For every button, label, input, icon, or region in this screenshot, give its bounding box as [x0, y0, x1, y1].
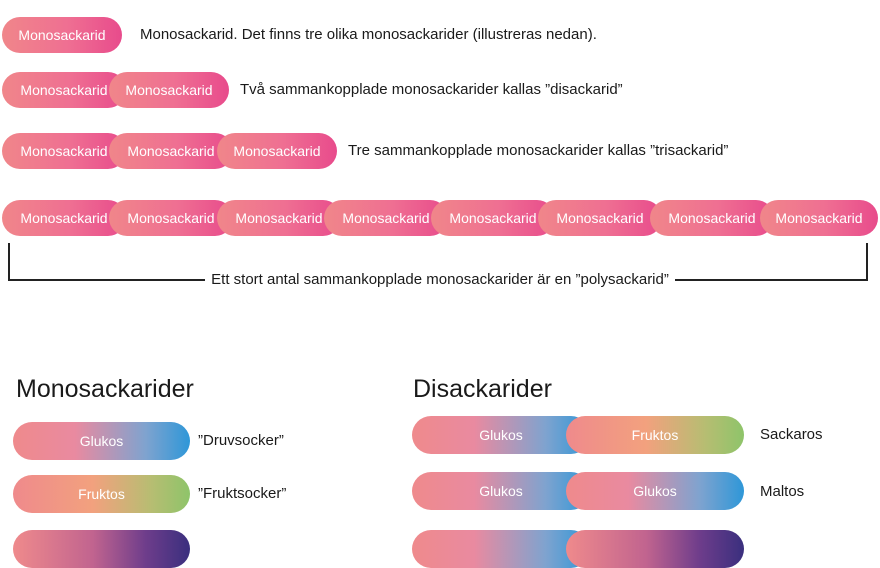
monosackarid-pill: Monosackarid: [538, 200, 662, 236]
maltos-glukos-pill-1: Glukos: [412, 472, 590, 510]
laktos-right-pill: [566, 530, 744, 568]
monosackarid-pill: Monosackarid: [2, 200, 126, 236]
maltos-label: Maltos: [760, 483, 805, 500]
monosackarider-heading: Monosackarider: [16, 375, 194, 403]
sackaros-fruktos-pill: Fruktos: [566, 416, 744, 454]
monosackarid-pill: Monosackarid: [109, 133, 233, 169]
monosackarid-pill: Monosackarid: [2, 72, 126, 108]
monosackarid-pill: Monosackarid: [431, 200, 555, 236]
glukos-pill: Glukos: [13, 422, 190, 460]
polysackarid-label: Ett stort antal sammankopplade monosacka…: [205, 271, 675, 288]
monosackarid-pill: Monosackarid: [109, 72, 229, 108]
glukos-description: ”Druvsocker”: [198, 432, 284, 449]
monosackarid-pill: Monosackarid: [109, 200, 233, 236]
row1-description: Monosackarid. Det finns tre olika monosa…: [140, 26, 597, 43]
monosackarid-pill: Monosackarid: [217, 200, 341, 236]
laktos-left-pill: [412, 530, 590, 568]
sackaros-label: Sackaros: [760, 426, 823, 443]
bracket-left: [8, 243, 10, 281]
polysackarid-label-wrap: Ett stort antal sammankopplade monosacka…: [0, 270, 880, 290]
fruktos-pill: Fruktos: [13, 475, 190, 513]
bracket-right: [866, 243, 868, 281]
fruktos-description: ”Fruktsocker”: [198, 485, 287, 502]
sackaros-glukos-pill: Glukos: [412, 416, 590, 454]
row2-description: Två sammankopplade monosackarider kallas…: [240, 81, 623, 98]
monosackarid-pill: Monosackarid: [324, 200, 448, 236]
monosackarid-pill: Monosackarid: [2, 133, 126, 169]
galaktos-pill: [13, 530, 190, 568]
monosackarid-pill: Monosackarid: [2, 17, 122, 53]
maltos-glukos-pill-2: Glukos: [566, 472, 744, 510]
monosackarid-pill: Monosackarid: [650, 200, 774, 236]
disackarider-heading: Disackarider: [413, 375, 552, 403]
monosackarid-pill: Monosackarid: [760, 200, 878, 236]
row3-description: Tre sammankopplade monosackarider kallas…: [348, 142, 729, 159]
monosackarid-pill: Monosackarid: [217, 133, 337, 169]
